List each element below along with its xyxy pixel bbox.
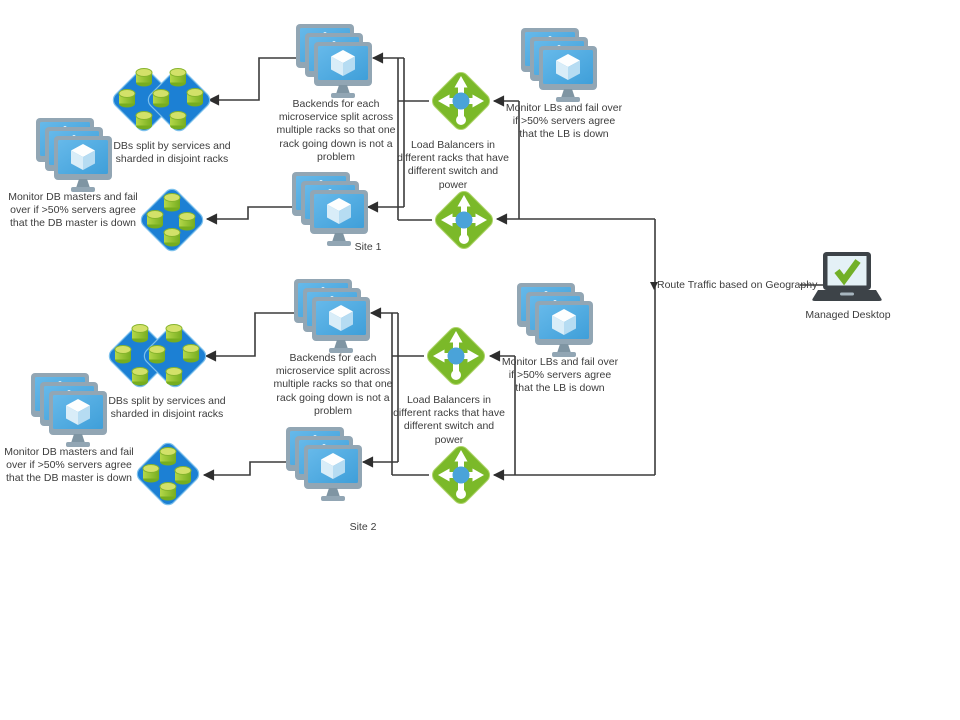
db-cluster-site1 [136,185,208,255]
monitor-stack-icon [294,279,370,353]
lb-monitor-label-site1: Monitor LBs and fail over if >50% server… [505,102,623,141]
load-balancer-1-site2 [421,321,491,391]
managed-desktop [810,252,884,304]
lb-monitor-stack-site2 [517,283,593,357]
db-monitor-stack-site2 [31,373,107,447]
database-diamond-icon [132,439,204,509]
db-monitor-label-site2: Monitor DB masters and fail over if >50%… [4,446,134,485]
edge-backend1-to-db1-site2 [204,312,305,362]
route-traffic-label: Route Traffic based on Geography [657,279,818,291]
load-balancer-icon [429,185,499,255]
lb-label-site1: Load Balancers in different racks that h… [397,139,509,191]
monitor-stack-icon [36,118,112,192]
managed-desktop-label: Managed Desktop [805,309,891,321]
db-cluster-label-site2: DBs split by services and sharded in dis… [108,395,226,421]
load-balancer-icon [426,66,496,136]
db-monitor-label-site1: Monitor DB masters and fail over if >50%… [8,191,138,230]
monitor-stack-icon [292,172,368,246]
load-balancer-2-site1 [429,185,499,255]
lb-label-site2: Load Balancers in different racks that h… [393,394,505,446]
edge-backend1-to-db1-site1 [207,57,305,106]
lb-monitor-label-site2: Monitor LBs and fail over if >50% server… [501,356,619,395]
db-monitor-stack-site1 [36,118,112,192]
database-double-diamond-icon [106,320,210,392]
lb-monitor-stack-site1 [521,28,597,102]
load-balancer-1-site1 [426,66,496,136]
edge-backend2-to-db2-site2 [202,461,295,481]
backend-stack-2-site1 [292,172,368,246]
backends-label-site1: Backends for each microservice split acr… [276,98,396,163]
load-balancer-icon [421,321,491,391]
db-cluster-sharded-site2 [106,320,210,392]
monitor-stack-icon [521,28,597,102]
db-cluster-site2 [132,439,204,509]
site2-title: Site 2 [349,521,377,533]
monitor-stack-icon [31,373,107,447]
database-double-diamond-icon [110,64,214,136]
site1-title: Site 1 [354,241,382,253]
laptop-checkmark-icon [810,252,884,304]
backend-stack-2-site2 [286,427,362,501]
backend-stack-1-site2 [294,279,370,353]
monitor-stack-icon [296,24,372,98]
db-cluster-label-site1: DBs split by services and sharded in dis… [113,140,231,166]
backend-stack-1-site1 [296,24,372,98]
route-junction-arrow [650,282,658,290]
db-cluster-sharded-site1 [110,64,214,136]
monitor-stack-icon [286,427,362,501]
database-diamond-icon [136,185,208,255]
edge-backend2-to-db2-site1 [205,206,300,225]
load-balancer-2-site2 [426,440,496,510]
load-balancer-icon [426,440,496,510]
backends-label-site2: Backends for each microservice split acr… [273,352,393,417]
monitor-stack-icon [517,283,593,357]
